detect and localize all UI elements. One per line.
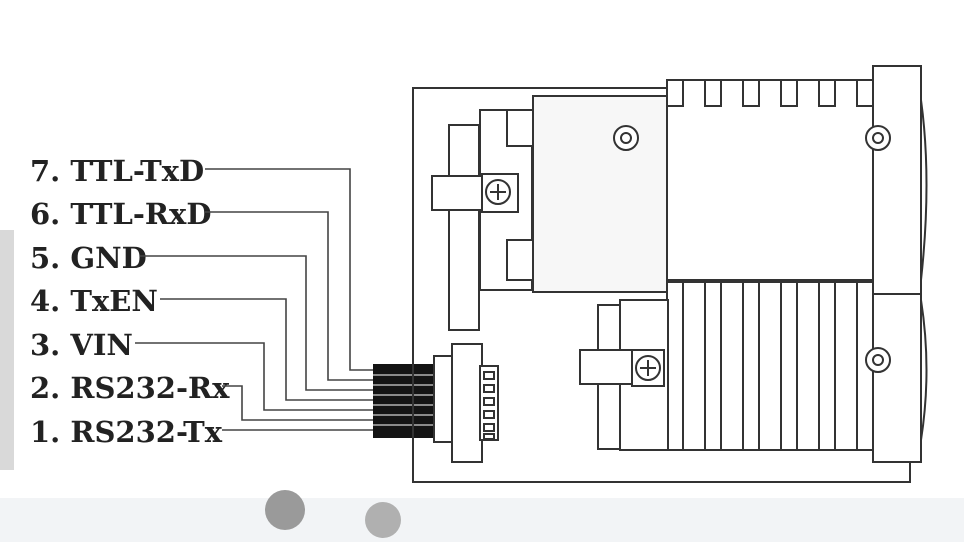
leader-lines xyxy=(135,168,378,431)
heatsink-body xyxy=(666,79,874,451)
pin-label-7: 7. TTL-TxD xyxy=(30,154,204,188)
pin-label-6: 6. TTL-RxD xyxy=(30,197,211,231)
pin-label-5: 5. GND xyxy=(30,241,147,275)
leader-line-3 xyxy=(135,342,378,411)
leader-line-2 xyxy=(222,385,378,421)
right-end-cap xyxy=(865,65,928,463)
bottom-knob-right xyxy=(365,502,401,538)
pin-label-3: 3. VIN xyxy=(30,328,133,362)
leader-line-6 xyxy=(205,211,378,381)
connector-housing xyxy=(433,343,499,463)
wire-bundle xyxy=(373,364,439,438)
leader-line-4 xyxy=(160,298,378,401)
left-edge-shadow xyxy=(0,230,14,470)
bottom-knob-left xyxy=(265,490,305,530)
pin-label-group: 7. TTL-TxD 6. TTL-RxD 5. GND 4. TxEN 3. … xyxy=(30,154,230,449)
pin-label-4: 4. TxEN xyxy=(30,284,158,318)
leader-line-5 xyxy=(140,255,378,391)
leader-line-7 xyxy=(205,168,378,371)
wire-bundle-block xyxy=(373,364,439,438)
lower-flange-assembly xyxy=(579,299,669,451)
upper-flange-assembly xyxy=(431,95,670,331)
bottom-band xyxy=(0,498,964,542)
pin-label-2: 2. RS232-Rx xyxy=(30,371,230,405)
pin-label-1: 1. RS232-Tx xyxy=(30,415,223,449)
